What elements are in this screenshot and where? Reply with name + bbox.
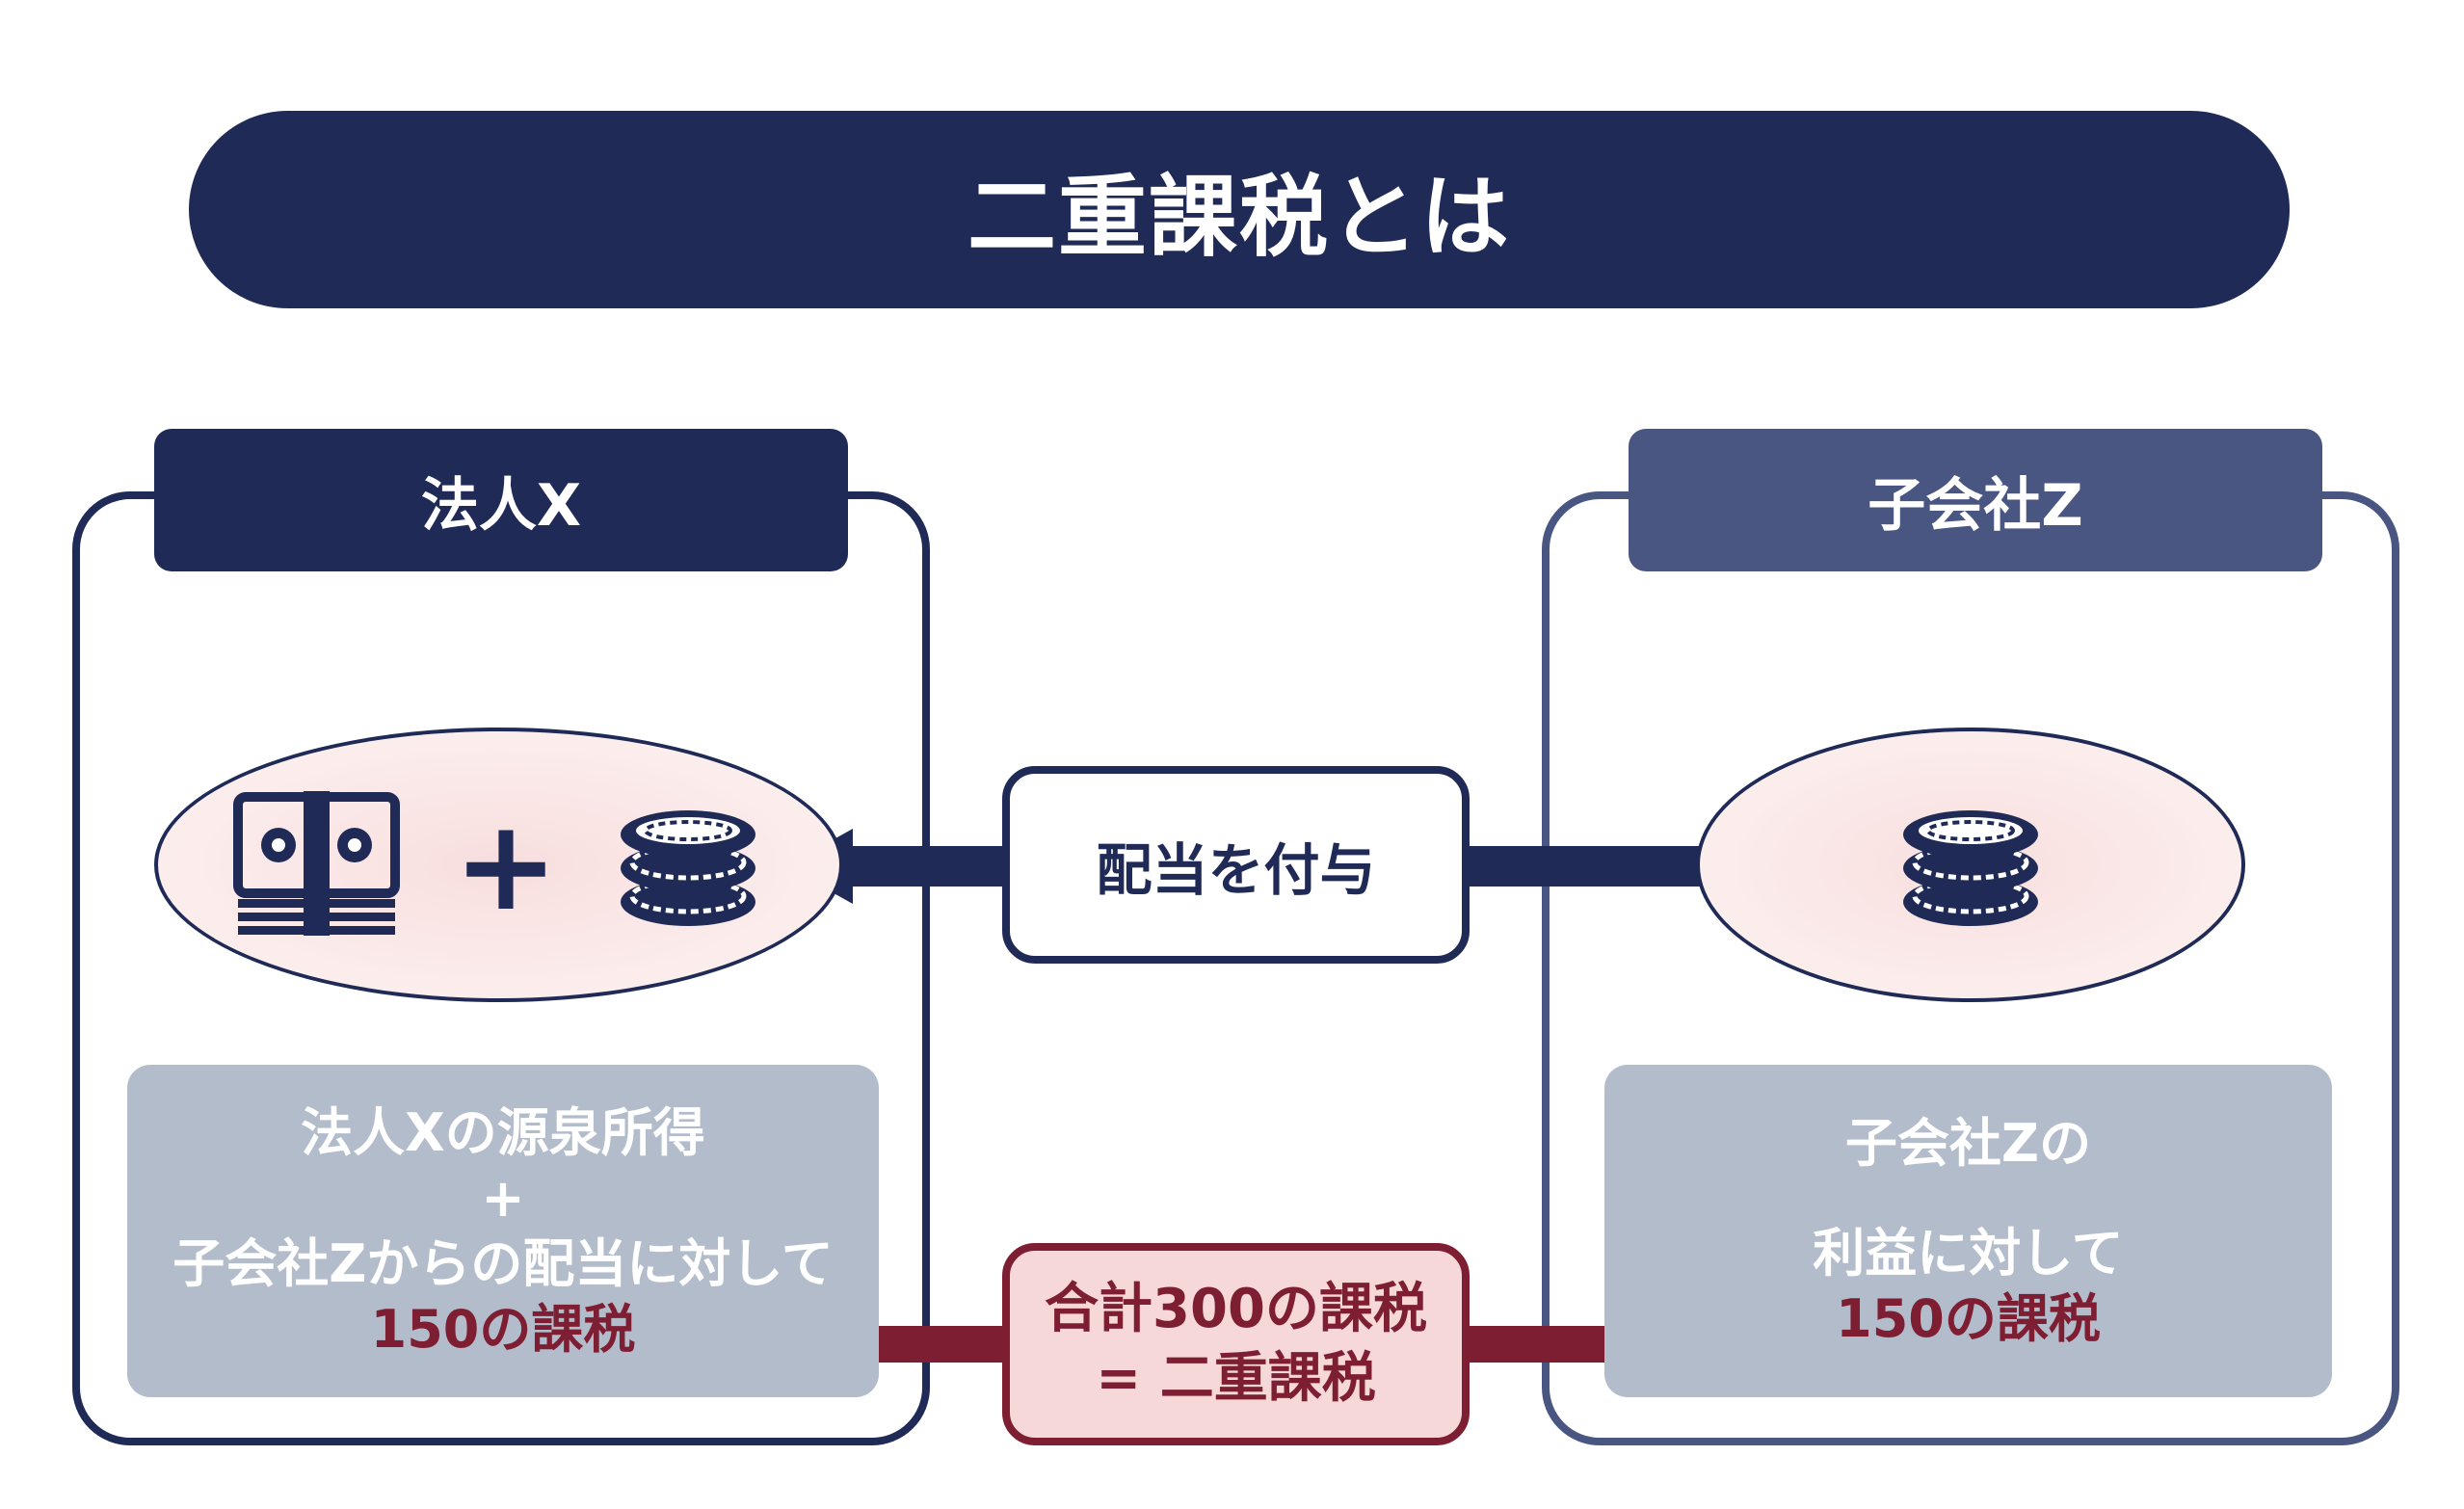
subsidiary-z-profit-oval xyxy=(1696,728,2245,1002)
total-tax-line: 合計300の課税 xyxy=(1045,1278,1427,1340)
corporation-x-income-oval: + xyxy=(154,728,843,1002)
corporation-x-tax-info: 法人Xの源泉所得 + 子会社Zからの配当に対して 150の課税 xyxy=(127,1065,879,1397)
info-line: 法人Xの源泉所得 xyxy=(301,1101,705,1163)
subsidiary-z-tax-info: 子会社Zの 利益に対して 150の課税 xyxy=(1604,1065,2332,1397)
info-plus: + xyxy=(481,1167,525,1229)
subsidiary-z-label: 子会社Z xyxy=(1629,429,2322,571)
plus-icon: + xyxy=(453,791,559,939)
cash-bundle-icon xyxy=(232,790,401,940)
corporation-x-label: 法人X xyxy=(154,429,848,571)
double-taxation-box: 合計300の課税 = 二重課税 xyxy=(1002,1243,1470,1445)
double-taxation-line: = 二重課税 xyxy=(1096,1347,1376,1410)
dividend-label: 配当を付与 xyxy=(1096,836,1376,903)
dividend-arrow-shaft-left xyxy=(846,846,1005,887)
tax-amount: 150の課税 xyxy=(1836,1287,2101,1349)
tax-amount: 150の課税 xyxy=(370,1298,636,1360)
info-line: 利益に対して xyxy=(1813,1222,2124,1284)
info-line: 子会社Zの xyxy=(1844,1112,2092,1174)
info-line: 子会社Zからの配当に対して xyxy=(172,1232,834,1294)
page-title: 二重課税とは xyxy=(189,111,2290,308)
coins-stack-icon xyxy=(1894,796,2048,935)
coins-stack-icon xyxy=(611,796,765,935)
dividend-arrow-shaft-right xyxy=(1470,846,1706,887)
dividend-label-box: 配当を付与 xyxy=(1002,766,1470,964)
